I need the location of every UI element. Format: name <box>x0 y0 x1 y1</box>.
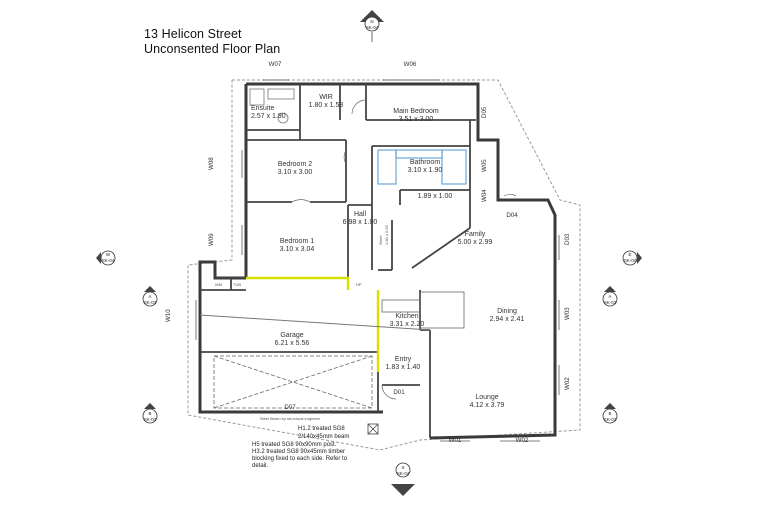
svg-text:SK-04: SK-04 <box>366 25 379 30</box>
svg-text:B: B <box>608 411 611 416</box>
door-d07: D07 <box>284 404 296 411</box>
window-w01: W01 <box>449 437 462 444</box>
svg-text:SK-03: SK-03 <box>144 417 157 422</box>
room-bathroom-dims: 3.10 x 1.90 <box>408 167 443 174</box>
room-dining-name: Dining <box>497 308 517 315</box>
svg-text:SK-03: SK-03 <box>604 417 617 422</box>
window-w10: W10 <box>165 309 172 322</box>
room-lounge-name: Lounge <box>475 394 498 401</box>
window-w02-side: W02 <box>564 377 571 390</box>
marker-e: E SK-04 <box>622 250 642 266</box>
room-garage-dims: 6.21 x 5.56 <box>275 340 310 347</box>
marker-b-left: B SK-03 <box>142 403 158 424</box>
note-h5-line3: blocking fixed to each side. Refer to <box>252 456 348 462</box>
window-w03: W03 <box>564 307 571 320</box>
svg-text:B: B <box>148 411 151 416</box>
window-w02: W02 <box>516 437 529 444</box>
window-w06: W06 <box>404 61 417 68</box>
window-w04: W04 <box>481 189 488 202</box>
svg-text:A: A <box>608 294 611 299</box>
room-tub-label: TUB <box>233 282 241 287</box>
note-h12-line2: 2/140x45mm beam <box>298 434 349 440</box>
room-laundry-dims: 1.89 x 1.00 <box>418 193 453 200</box>
note-h5-line2: H3.2 treated SG8 90x45mm timber <box>252 449 345 455</box>
interior-walls <box>200 84 476 438</box>
room-hall-dims: 6.98 x 1.00 <box>343 219 378 226</box>
room-bedroom1-dims: 3.10 x 3.04 <box>280 246 315 253</box>
door-d04: D04 <box>506 212 518 219</box>
marker-w: W SK-04 <box>96 250 116 266</box>
post-detail-icon <box>367 423 379 435</box>
svg-text:W: W <box>106 252 111 257</box>
door-d05: D05 <box>481 106 488 118</box>
room-kitchen-name: Kitchen <box>395 313 418 320</box>
note-h5-line4: detail. <box>252 463 268 469</box>
room-hall-name: Hall <box>354 211 367 218</box>
room-bedroom2-name: Bedroom 2 <box>278 161 312 168</box>
marker-a-right: A SK-03 <box>602 286 618 307</box>
marker-s: S SK-04 <box>391 462 415 496</box>
room-bedroom2-dims: 3.10 x 3.00 <box>278 169 313 176</box>
room-dining-dims: 2.94 x 2.41 <box>490 316 525 323</box>
window-w09: W09 <box>208 233 215 246</box>
note-h5-line1: H5 treated SG8 90x90mm post. <box>252 442 337 448</box>
room-lounge-dims: 4.12 x 3.79 <box>470 402 505 409</box>
window-ticks <box>195 79 560 442</box>
highlighted-walls <box>246 276 380 372</box>
plan-title: 13 Helicon Street <box>144 27 242 41</box>
svg-text:N: N <box>370 19 373 24</box>
room-bedroom1-name: Bedroom 1 <box>280 238 314 245</box>
marker-n: N SK-04 <box>360 10 384 42</box>
window-w05: W05 <box>481 159 488 172</box>
note-h12-line1: H1.2 treated SG8 <box>298 426 345 432</box>
svg-text:SK-04: SK-04 <box>397 471 410 476</box>
plan-subtitle: Unconsented Floor Plan <box>144 42 281 56</box>
room-store-name: Store <box>378 235 383 245</box>
room-main-bedroom-dims: 3.51 x 3.00 <box>399 116 434 123</box>
window-w08: W08 <box>208 157 215 170</box>
room-entry-name: Entry <box>395 356 412 363</box>
door-d01: D01 <box>393 389 405 396</box>
room-wir-name: WIR <box>319 94 333 101</box>
room-entry-dims: 1.83 x 1.40 <box>386 364 421 371</box>
svg-text:SK-03: SK-03 <box>144 300 157 305</box>
room-family-dims: 5.00 x 2.99 <box>458 239 493 246</box>
bathroom-fixtures <box>377 149 467 185</box>
ensuite-fixtures <box>249 88 295 124</box>
room-main-bedroom-name: Main Bedroom <box>393 108 439 115</box>
door-d03: D03 <box>564 233 571 245</box>
room-store-dims: 1.80 x 0.95 <box>384 224 389 245</box>
marker-b-right: B SK-03 <box>602 403 618 424</box>
garage-door-zone <box>213 355 373 409</box>
svg-text:S: S <box>401 465 404 470</box>
room-garage-name: Garage <box>280 332 303 339</box>
svg-text:SK-04: SK-04 <box>624 258 637 263</box>
svg-text:E: E <box>628 252 631 257</box>
site-boundary <box>187 79 581 451</box>
note-steel-beam: Steel Beam by structural engineer <box>260 416 321 421</box>
room-family-name: Family <box>465 231 486 238</box>
svg-text:A: A <box>148 294 151 299</box>
room-hp-label: HP <box>356 282 362 287</box>
window-w07: W07 <box>269 61 282 68</box>
kitchen-bench <box>381 291 465 329</box>
room-bathroom-name: Bathroom <box>410 159 441 166</box>
room-ensuite-name: Ensuite <box>251 105 274 112</box>
svg-text:SK-03: SK-03 <box>604 300 617 305</box>
room-wm-label: WM <box>215 282 222 287</box>
room-wir-dims: 1.80 x 1.58 <box>309 102 344 109</box>
room-kitchen-dims: 3.31 x 2.20 <box>390 321 425 328</box>
room-ensuite-dims: 2.57 x 1.90 <box>251 113 286 120</box>
marker-a-left: A SK-03 <box>142 286 158 307</box>
door-swings <box>291 99 517 400</box>
beam-line <box>199 314 431 331</box>
svg-text:SK-04: SK-04 <box>102 258 115 263</box>
